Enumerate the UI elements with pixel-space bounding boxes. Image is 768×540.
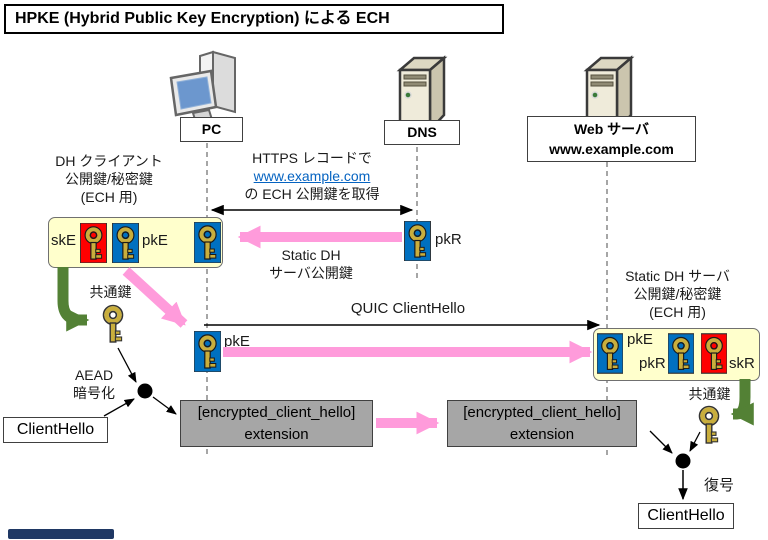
arrow-encrypt-dot-to-ech-box (152, 396, 177, 415)
server-skR-key-icon (700, 333, 728, 379)
aead-caption: AEAD 暗号化 (73, 367, 115, 401)
skE-secret-key-icon (79, 222, 108, 268)
pkE-label: pkE (142, 232, 168, 249)
example-com-link[interactable]: www.example.com (253, 168, 371, 184)
web-server-domain: www.example.com (549, 141, 674, 157)
server-pkR-key-icon (667, 333, 695, 379)
clienthello-output-box: ClientHello (638, 503, 734, 529)
shared-key-left-icon (100, 302, 126, 351)
bottom-bar (8, 529, 114, 539)
ech-extension-box-server: [encrypted_client_hello] extension (447, 400, 637, 447)
page-title: HPKE (Hybrid Public Key Encryption) による … (4, 4, 504, 34)
green-arrow-derive-shared-key-right (730, 379, 754, 426)
client-key-caption: DH クライアント 公開鍵/秘密鍵 (ECH 用) (55, 153, 163, 205)
server-pkE-label: pkE (627, 331, 653, 348)
skE-label: skE (51, 232, 77, 249)
arrow-clienthello-to-encrypt-dot (103, 398, 135, 417)
web-server-name: Web サーバ (573, 121, 650, 137)
decrypt-label: 復号 (703, 477, 734, 494)
static-dh-note: Static DH サーバ公開鍵 (269, 247, 353, 281)
green-arrow-derive-shared-key-left (57, 267, 90, 332)
pink-arrow-pkE-to-lifeline (122, 267, 188, 328)
pkR-label: pkR (435, 231, 462, 248)
mid-pkE-label: pkE (224, 333, 250, 350)
server-skR-label: skR (729, 355, 755, 372)
pc-label: PC (180, 117, 243, 142)
decrypt-junction-dot (675, 453, 691, 469)
shared-key-left-caption: 共通鍵 (89, 284, 132, 300)
received-pkR-key-icon (193, 221, 222, 268)
pkR-public-key-icon (403, 220, 432, 266)
encrypt-junction-dot (137, 383, 153, 399)
server-pkR-label: pkR (639, 355, 666, 372)
pkE-public-key-icon (111, 222, 140, 268)
shared-key-right-caption: 共通鍵 (688, 386, 731, 402)
server-key-caption: Static DH サーバ 公開鍵/秘密鍵 (ECH 用) (625, 268, 730, 320)
arrow-key-to-decrypt-dot (689, 431, 701, 452)
shared-key-right-icon (696, 403, 722, 452)
https-fetch-note: HTTPS レコードで www.example.com の ECH 公開鍵を取得 (244, 150, 380, 202)
ech-extension-box-client: [encrypted_client_hello] extension (180, 400, 373, 447)
arrow-ech-box-to-decrypt-dot (649, 430, 673, 454)
web-server-label: Web サーバ www.example.com (527, 116, 696, 162)
quic-label: QUIC ClientHello (350, 300, 466, 317)
dns-label: DNS (384, 120, 460, 145)
server-pkE-key-icon (596, 333, 624, 379)
clienthello-input-box: ClientHello (3, 417, 108, 443)
arrow-key-to-encrypt-dot (117, 347, 137, 383)
